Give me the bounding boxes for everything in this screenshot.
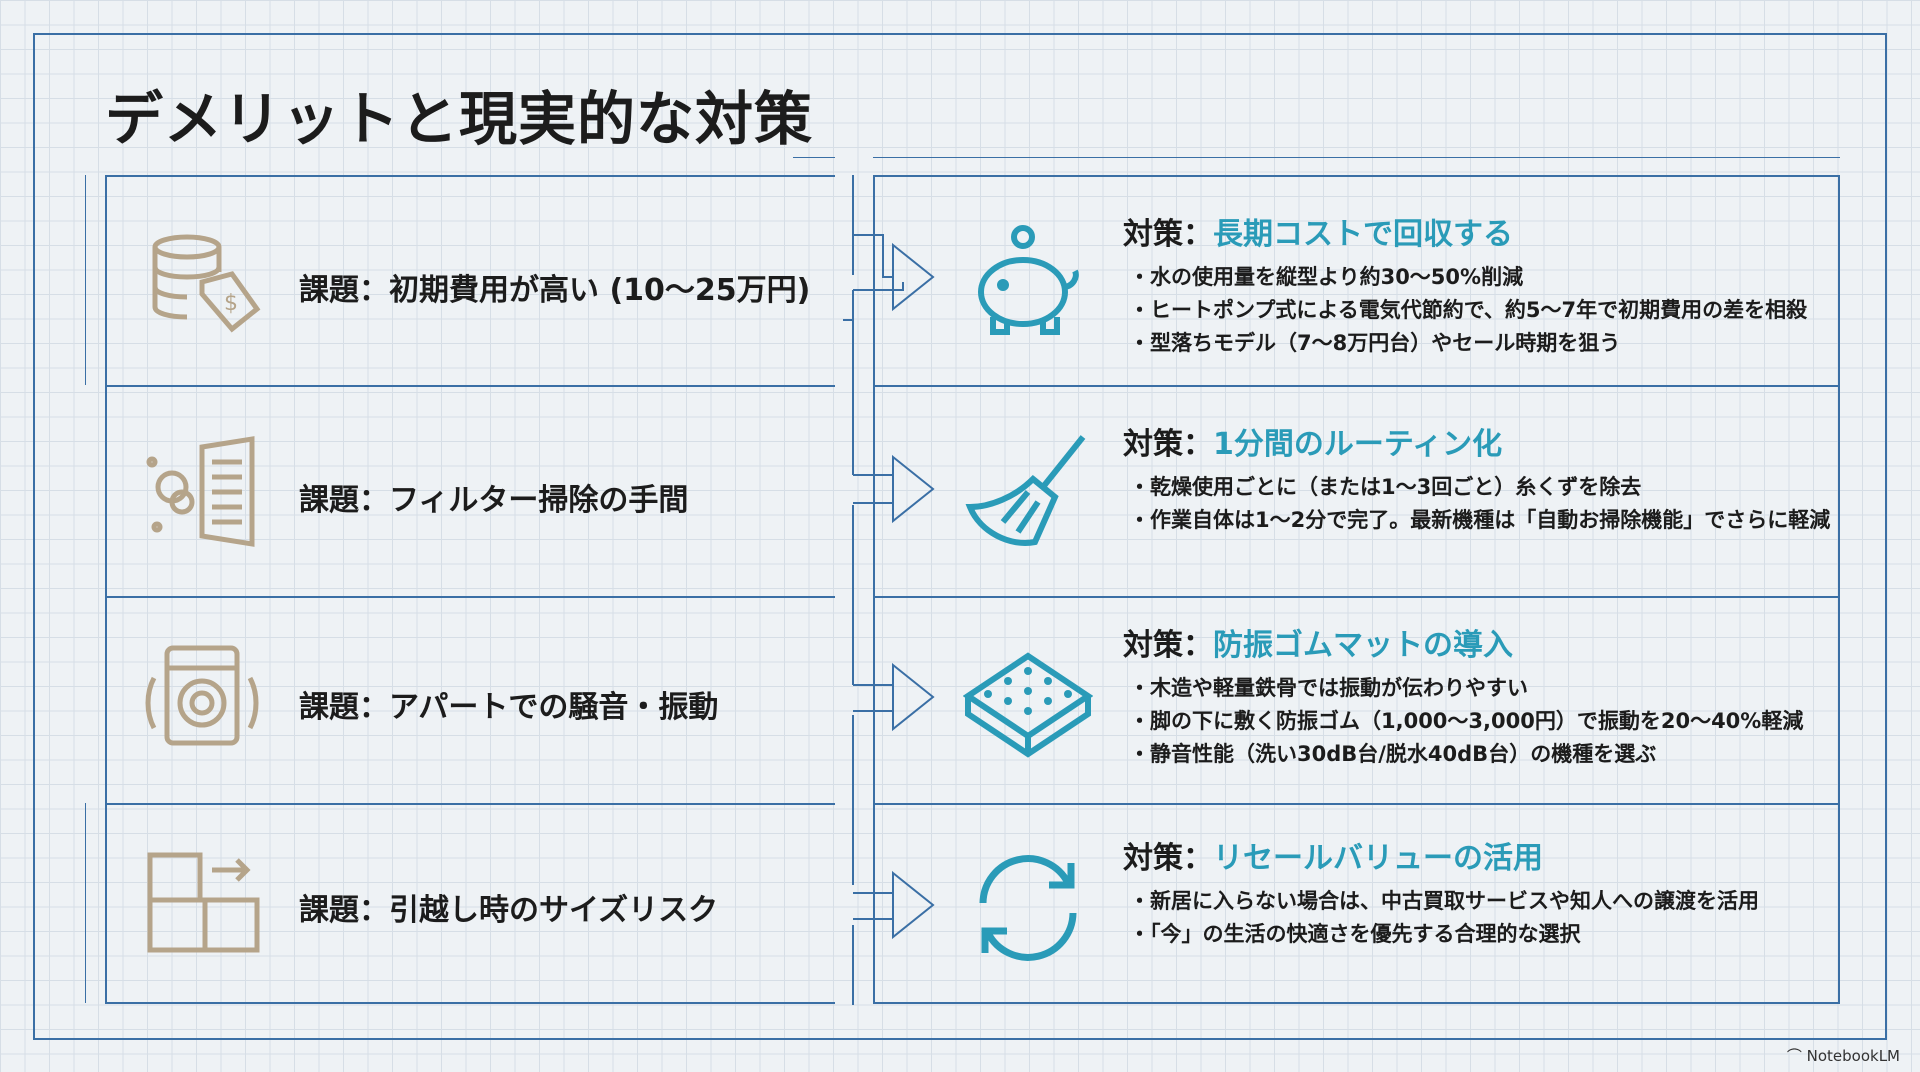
recycle-icon (979, 855, 1077, 961)
problem-label: 課題：引越し時のサイズリスク (299, 893, 719, 928)
solution-prefix: 対策： (1123, 628, 1213, 663)
solution-row: 対策：長期コストで回収する 水の使用量を縦型より約30〜50%削減 ヒートポンプ… (875, 177, 1838, 387)
solution-bullet: 脚の下に敷く防振ゴム（1,000〜3,000円）で振動を20〜40%軽減 (1123, 705, 1838, 738)
vibrating-washer-icon (145, 645, 259, 746)
dust-filter-icon (146, 436, 255, 547)
solution-prefix: 対策： (1123, 427, 1213, 462)
problem-row: 課題：引越し時のサイズリスク (107, 805, 835, 1005)
dimension-line-top-right (873, 157, 1840, 158)
solution-title: 1分間のルーティン化 (1213, 427, 1503, 462)
solution-title: 防振ゴムマットの導入 (1213, 628, 1513, 663)
solution-bullet: ヒートポンプ式による電気代節約で、約5〜7年で初期費用の差を相殺 (1123, 294, 1838, 327)
outer-frame (33, 33, 1887, 1040)
watermark-text: NotebookLM (1806, 1047, 1900, 1065)
solution-row: 対策：防振ゴムマットの導入 木造や軽量鉄骨では振動が伝わりやすい 脚の下に敷く防… (875, 598, 1838, 805)
solution-bullet: 新居に入らない場合は、中古買取サービスや知人への譲渡を活用 (1123, 885, 1838, 918)
solution-bullet: 静音性能（洗い30dB台/脱水40dB台）の機種を選ぶ (1123, 738, 1838, 771)
solution-bullet: 乾燥使用ごとに（または1〜3回ごと）糸くずを除去 (1123, 471, 1838, 504)
solution-bullet: 水の使用量を縦型より約30〜50%削減 (1123, 261, 1838, 294)
solution-block: 対策：1分間のルーティン化 乾燥使用ごとに（または1〜3回ごと）糸くずを除去 作… (1123, 419, 1838, 537)
solution-title: リセールバリューの活用 (1213, 841, 1543, 876)
problem-label: 課題：フィルター掃除の手間 (299, 483, 689, 518)
solution-prefix: 対策： (1123, 217, 1213, 252)
solution-bullet: 型落ちモデル（7〜8万円台）やセール時期を狙う (1123, 327, 1838, 360)
problem-row: $ 課題：初期費用が高い (10〜25万円) (107, 177, 835, 387)
page-title: デメリットと現実的な対策 (105, 85, 814, 153)
solution-row: 対策：リセールバリューの活用 新居に入らない場合は、中古買取サービスや知人への譲… (875, 805, 1838, 1005)
svg-text:$: $ (224, 291, 238, 316)
piggy-bank-icon (978, 225, 1079, 335)
dimension-line-left-bottom (85, 803, 86, 1003)
watermark: ⌒ NotebookLM (1787, 1045, 1900, 1066)
problem-row: 課題：アパートでの騒音・振動 (107, 598, 835, 805)
solution-bullet: 「今」の生活の快適さを優先する合理的な選択 (1123, 918, 1838, 951)
solution-bullet: 作業自体は1〜2分で完了。最新機種は「自動お掃除機能」でさらに軽減 (1123, 504, 1838, 537)
solution-row: 対策：1分間のルーティン化 乾燥使用ごとに（または1〜3回ごと）糸くずを除去 作… (875, 387, 1838, 598)
notebooklm-logo-icon: ⌒ (1786, 1047, 1807, 1065)
solution-bullet: 木造や軽量鉄骨では振動が伝わりやすい (1123, 672, 1838, 705)
moving-boxes-icon (147, 852, 260, 953)
broom-icon (965, 435, 1086, 546)
dimension-line-left-top (85, 175, 86, 385)
problem-row: 課題：フィルター掃除の手間 (107, 387, 835, 598)
solution-block: 対策：防振ゴムマットの導入 木造や軽量鉄骨では振動が伝わりやすい 脚の下に敷く防… (1123, 620, 1838, 771)
problems-panel: $ 課題：初期費用が高い (10〜25万円) 課題：フィルター掃除の手間 課題：… (105, 175, 835, 1004)
solutions-panel: 対策：長期コストで回収する 水の使用量を縦型より約30〜50%削減 ヒートポンプ… (873, 175, 1840, 1004)
dimension-line-top-small (793, 157, 835, 158)
solution-block: 対策：長期コストで回収する 水の使用量を縦型より約30〜50%削減 ヒートポンプ… (1123, 209, 1838, 360)
money-tag-icon: $ (152, 234, 261, 333)
solution-prefix: 対策： (1123, 841, 1213, 876)
solution-title: 長期コストで回収する (1213, 217, 1513, 252)
problem-label: 課題：初期費用が高い (10〜25万円) (299, 273, 811, 308)
solution-block: 対策：リセールバリューの活用 新居に入らない場合は、中古買取サービスや知人への譲… (1123, 833, 1838, 951)
problem-label: 課題：アパートでの騒音・振動 (299, 690, 719, 725)
rubber-mat-icon (963, 652, 1093, 758)
